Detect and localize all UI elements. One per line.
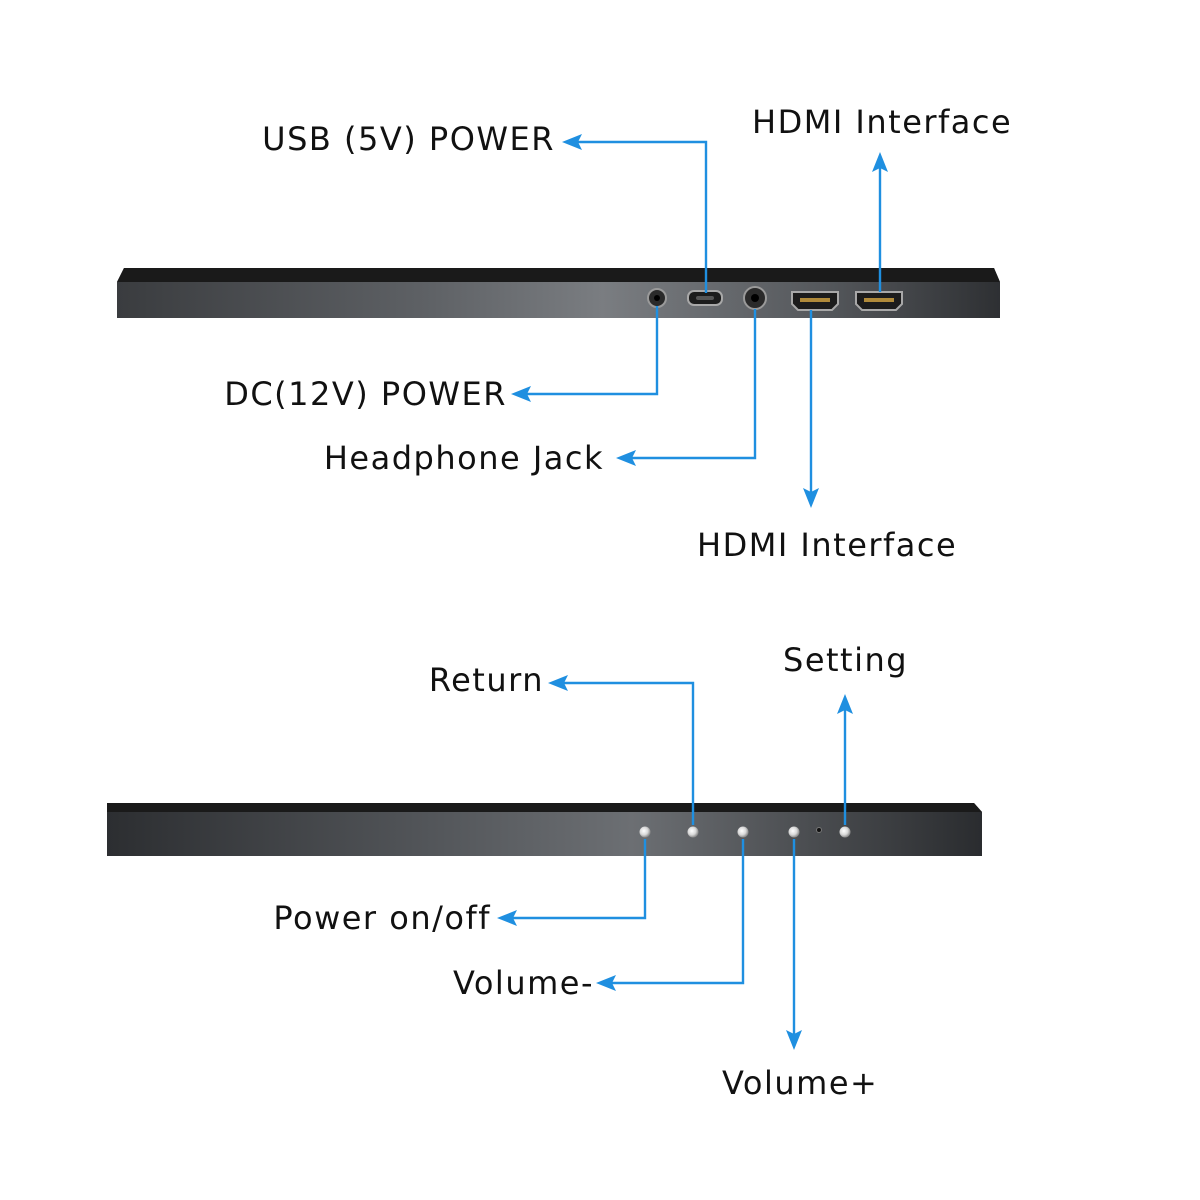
arrow-down-icon: [803, 488, 819, 508]
hdmi-port-right: [855, 291, 903, 311]
dc-power-leader: [511, 306, 659, 402]
usb-port: [687, 290, 723, 306]
hdmi-port-left: [791, 291, 839, 311]
indicator-led: [816, 827, 822, 833]
arrow-left-icon: [497, 910, 517, 926]
return-button: [687, 826, 699, 838]
arrow-left-icon: [596, 975, 616, 991]
bottom-panel-body: [107, 803, 982, 856]
headphone-jack-port: [743, 286, 767, 310]
power-on-off-label: Power on/off: [273, 899, 491, 937]
hdmi-top-leader: [872, 152, 888, 292]
arrow-left-icon: [511, 386, 531, 402]
bottom-side-view: Return Setting Power on/off Volume- Volu…: [107, 641, 982, 1102]
setting-button: [839, 826, 851, 838]
return-label: Return: [429, 661, 544, 699]
setting-leader: [837, 694, 853, 825]
hdmi-interface-bottom-label: HDMI Interface: [697, 526, 957, 564]
setting-label: Setting: [783, 641, 908, 679]
arrow-up-icon: [837, 694, 853, 714]
headphone-leader: [616, 309, 757, 466]
arrow-left-icon: [548, 675, 568, 691]
top-side-view: USB (5V) POWER HDMI Interface DC(12V) PO…: [117, 103, 1012, 564]
arrow-down-icon: [786, 1030, 802, 1050]
arrow-left-icon: [562, 134, 582, 150]
hdmi-interface-top-label: HDMI Interface: [752, 103, 1012, 141]
power-button: [639, 826, 651, 838]
usb-power-label: USB (5V) POWER: [262, 120, 555, 158]
top-panel-bezel: [117, 268, 1000, 282]
usb-power-leader: [562, 134, 708, 293]
headphone-jack-label: Headphone Jack: [324, 439, 604, 477]
return-leader: [548, 675, 695, 825]
volume-minus-label: Volume-: [453, 964, 594, 1002]
volume-plus-button: [788, 826, 800, 838]
power-leader: [497, 839, 647, 926]
volume-plus-label: Volume+: [722, 1064, 878, 1102]
hdmi-bottom-leader: [803, 310, 819, 508]
volume-plus-leader: [786, 839, 802, 1050]
volume-minus-button: [737, 826, 749, 838]
arrow-up-icon: [872, 152, 888, 172]
dc-power-label: DC(12V) POWER: [224, 375, 507, 413]
arrow-left-icon: [616, 450, 636, 466]
bottom-panel-bezel: [107, 803, 982, 812]
dc-jack-port: [647, 288, 667, 308]
volume-minus-leader: [596, 839, 745, 991]
